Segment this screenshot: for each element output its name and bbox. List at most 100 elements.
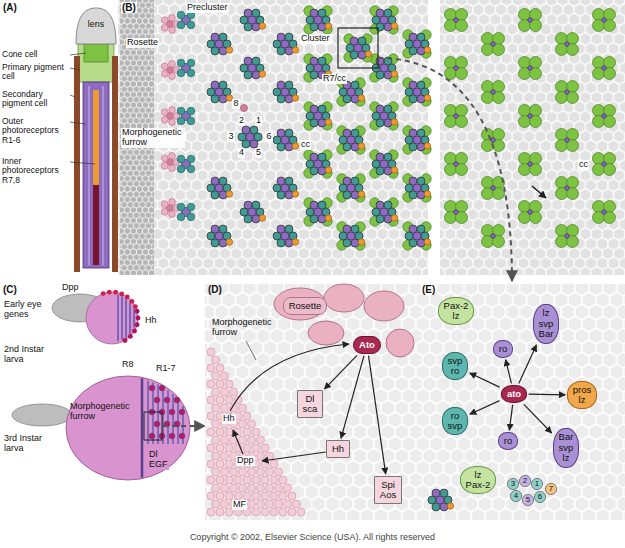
furrow-cell [216,364,224,372]
r7-cell [226,47,232,53]
furrow-cell [207,476,215,484]
stripe [129,302,130,334]
cell-node: ro [498,432,518,450]
r7-cell [325,119,331,125]
rhabdomere [491,234,495,238]
rosette-cell [169,15,176,22]
precluster-cell [177,117,185,125]
cell-node: Spi Aos [374,476,402,505]
furrow-cell [212,500,220,508]
stripe [125,299,126,338]
r8-cell [347,232,355,240]
hh-dot [132,329,137,334]
r8-cell [314,208,322,216]
label: 3rd Instar larva [4,434,56,454]
furrow-cell [216,508,224,516]
r8-cell [281,136,289,144]
label: Cone cell [2,50,68,59]
r7-cell [391,23,397,29]
rosette-cell [308,321,344,345]
furrow-cell [248,500,256,508]
r7-cell [325,167,331,173]
gene-name: Dl sca [303,394,318,415]
leader-line [70,122,86,124]
furrow-cell [257,452,265,460]
rhabdomere [491,42,495,46]
furrow-cell [225,460,233,468]
r8-cell [215,40,223,48]
r7-cell [447,503,453,509]
furrow-cell [230,468,238,476]
furrow-cell [221,484,229,492]
rhabdomere [454,18,458,22]
rhabdomere [454,114,458,118]
r7-cell [259,71,265,77]
rhabdomere [528,114,532,118]
r8-cell [215,184,223,192]
numbered-cell [519,475,530,486]
r8-cell [281,184,289,192]
panel-letter: (A) [3,2,17,13]
label: Morphogenetic furrow [212,318,282,338]
r7-cell [292,95,298,101]
furrow-cell [216,380,224,388]
rhabdomere [565,42,569,46]
r8-cell [281,88,289,96]
furrow-cell [221,436,229,444]
furrow-cell [225,476,233,484]
r8-cell [215,88,223,96]
furrow-cell [239,436,247,444]
rosette-cell [274,288,326,320]
rhabdomere [454,162,458,166]
rhabdomere [602,114,606,118]
dpp-dot [107,290,112,295]
zoom-arrow [163,425,205,427]
leader-line [70,68,80,70]
label: Cluster [300,34,331,44]
furrow-cell [252,476,260,484]
stripe [157,384,158,444]
callout-number: 6 [265,132,272,142]
hh-dot [128,334,133,339]
rosette-cell [161,155,168,162]
precluster-cell [177,21,185,29]
precluster-cell [187,59,195,67]
cell-node: lzPax-2 [460,466,497,495]
regulation-arrow [470,401,500,415]
r8-cell [436,496,444,504]
rhabdomere [528,162,532,166]
precluster-cell [177,107,185,115]
furrow-cell [243,492,251,500]
cell-node: ro [493,340,513,358]
gene-name: lz svp Bar [539,308,554,339]
furrow-cell [279,508,287,516]
callout-number: 5 [255,148,262,158]
label: Hh [145,316,157,326]
cell-node: ato [501,385,527,403]
callout-number: 1 [255,116,262,126]
furrow-cell [257,500,265,508]
r8-cell [380,112,388,120]
r7-cell [292,191,298,197]
gene-name: ro [499,344,507,354]
regulation-arrow [341,356,364,439]
regulation-arrow [506,360,512,384]
r7-cell [424,47,430,53]
r8-dot [159,385,165,391]
r7-cell [424,95,430,101]
r7-cell [292,143,298,149]
label: Secondary pigment cell [2,90,68,109]
r7-cell [226,239,232,245]
furrow-line [141,378,144,477]
r8-cell [93,185,99,265]
r7-cell [325,23,331,29]
regulation-arrow [519,345,537,383]
gene-name: Pax-2 [466,480,491,490]
rosette-cell [169,153,176,160]
r8-cell [241,105,248,112]
callout-number: 7 [549,485,553,494]
panel-letter: (C) [3,284,17,295]
furrow-cell [243,444,251,452]
